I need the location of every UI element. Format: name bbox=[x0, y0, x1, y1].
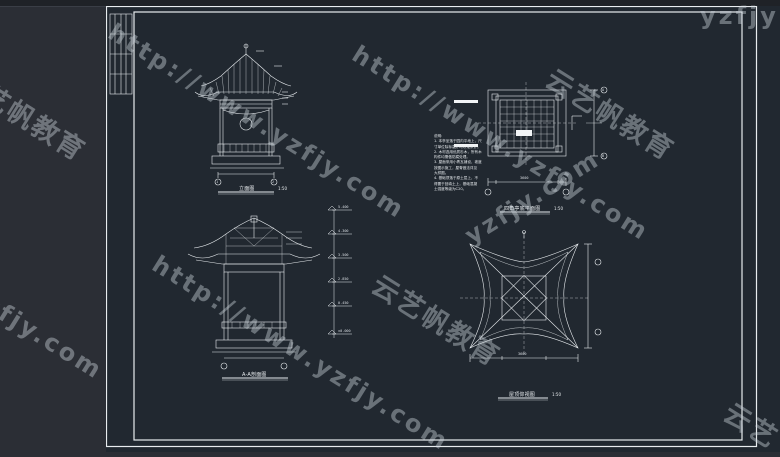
outer-frame bbox=[106, 6, 758, 448]
notes-line: 按图示施工，屋脊做法详见 bbox=[434, 165, 478, 170]
notes-heading: 说明: bbox=[434, 134, 443, 138]
elevation-mark-0000: ±0.000 bbox=[338, 329, 351, 333]
cad-drawing-canvas bbox=[106, 6, 758, 448]
axis-label-b: B bbox=[602, 154, 605, 158]
axis-label-1: 1 bbox=[216, 180, 219, 184]
watermark-url-fragment: zfjy.com bbox=[0, 290, 109, 386]
roof-plan-drawing bbox=[460, 230, 602, 362]
cad-drawing-sheet[interactable]: 立面图 1:50 A-A剖面图 四角亭底平面图 1:50 屋顶仰视图 1:50 … bbox=[106, 6, 780, 452]
elevation-mark-0450: 0.450 bbox=[338, 301, 349, 305]
plan-width-dimension: 3600 bbox=[520, 176, 529, 180]
notes-line: 1. 本亭坐落于园内平地上，尺 bbox=[434, 139, 482, 144]
notes-line: 寸单位除标高外均以毫米计。 bbox=[434, 144, 481, 149]
roof-width-dimension: 3600 bbox=[518, 352, 527, 356]
plan-section-markers bbox=[454, 100, 532, 147]
notes-line: 构件均需做防腐处理。 bbox=[434, 155, 470, 160]
axis-label-2: 2 bbox=[272, 180, 275, 184]
notes-line: 大样图。 bbox=[434, 171, 449, 176]
notes-line: 3. 屋面采用小青瓦铺设，坡度 bbox=[434, 160, 482, 165]
section-aa-drawing bbox=[187, 215, 321, 370]
axis-label-a: A bbox=[602, 88, 605, 92]
front-elevation-drawing bbox=[194, 43, 298, 186]
plan-scale: 1:50 bbox=[554, 206, 563, 211]
plan-drawing bbox=[478, 82, 608, 196]
plan-title: 四角亭底平面图 bbox=[504, 206, 541, 212]
watermark-brand-fragment: 艺帆教育 bbox=[0, 79, 91, 168]
roof-plan-scale: 1:50 bbox=[552, 392, 561, 397]
notes-line: 4. 基础须落于原土层上，不 bbox=[434, 176, 479, 181]
elevation-mark-2850: 2.850 bbox=[338, 277, 349, 281]
front-elevation-title: 立面图 bbox=[239, 186, 255, 192]
design-notes: 说明: 1. 本亭坐落于园内平地上，尺 寸单位除标高外均以毫米计。 2. 木材选… bbox=[434, 134, 502, 192]
notes-line: 得置于回填土上，基础混凝 bbox=[434, 181, 478, 186]
elevation-mark-4300: 4.300 bbox=[338, 229, 349, 233]
elevation-markers bbox=[327, 205, 352, 338]
roof-plan-title: 屋顶仰视图 bbox=[509, 392, 536, 398]
elevation-mark-3500: 3.500 bbox=[338, 253, 349, 257]
section-aa-title: A-A剖面图 bbox=[242, 372, 267, 378]
elevation-mark-5400: 5.400 bbox=[338, 205, 349, 209]
binding-strip bbox=[109, 13, 133, 95]
front-elevation-scale: 1:50 bbox=[278, 186, 287, 191]
notes-line: 2. 木材选用优质杉木，所有木 bbox=[434, 149, 482, 154]
notes-line: 土强度等级为C20。 bbox=[434, 186, 467, 191]
inner-frame bbox=[133, 11, 743, 441]
